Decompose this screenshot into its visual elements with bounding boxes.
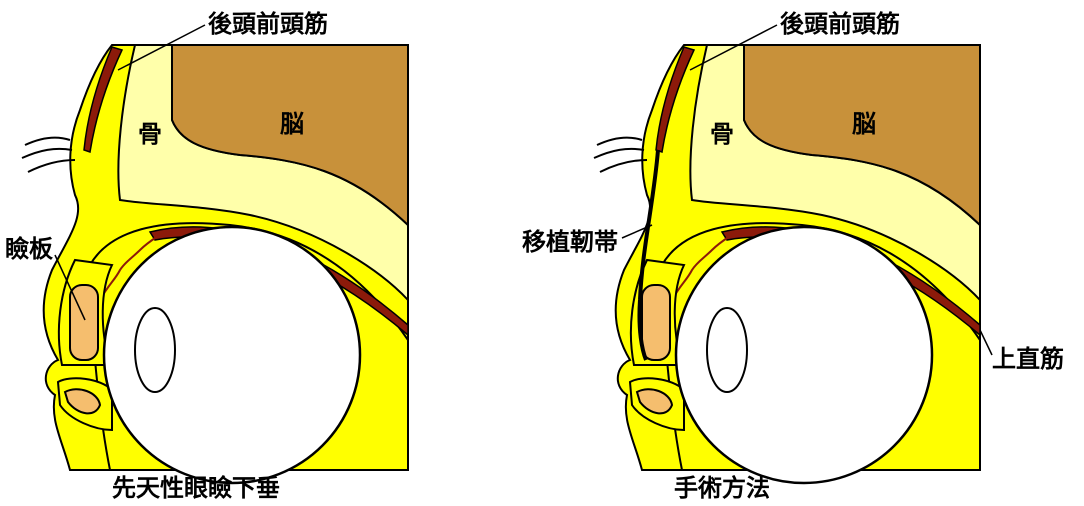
graft-label: 移植靭帯 [522,228,618,256]
bone-label: 骨 [138,120,162,148]
upper-tarsus [642,285,670,360]
eyelashes [22,138,75,172]
lens [135,308,175,392]
superior-rectus-label: 上直筋 [992,345,1064,373]
bone-label: 骨 [710,120,734,148]
tarsus-label: 瞼板 [5,235,53,263]
brain-label: 脳 [280,110,304,138]
right-diagram-panel: 後頭前頭筋 骨 脳 移植靭帯 上直筋 手術方法 [542,0,1084,506]
left-diagram-panel: 後頭前頭筋 骨 脳 瞼板 先天性眼瞼下垂 [0,0,542,506]
frontalis-label: 後頭前頭筋 [208,10,328,38]
superior-rectus-leader [980,330,992,355]
right-eye-cross-section [542,0,1084,506]
eyelashes [594,138,647,172]
left-eye-cross-section [0,0,542,506]
brain-label: 脳 [852,110,876,138]
right-caption: 手術方法 [674,474,770,502]
lens [707,308,747,392]
frontalis-label: 後頭前頭筋 [780,10,900,38]
left-caption: 先天性眼瞼下垂 [112,474,280,502]
